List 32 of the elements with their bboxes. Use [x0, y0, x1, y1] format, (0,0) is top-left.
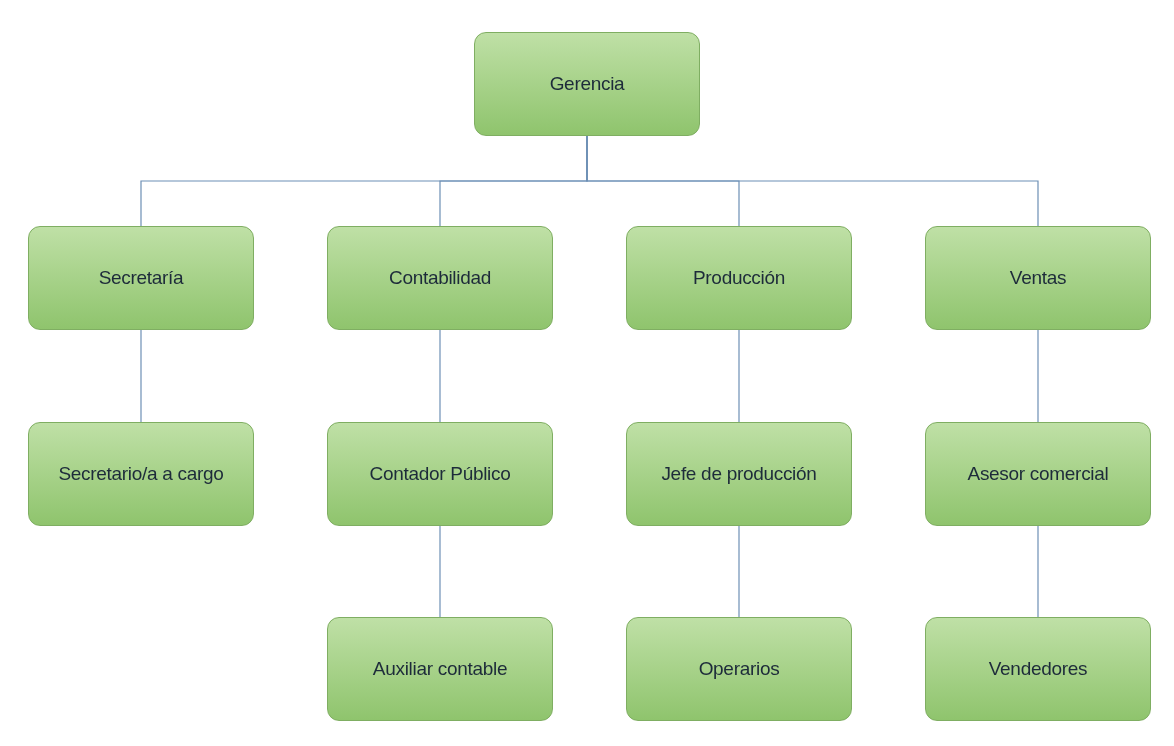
org-box [474, 32, 700, 136]
org-box [327, 422, 553, 526]
org-box [925, 617, 1151, 721]
connector-line [439, 525, 441, 618]
org-box [28, 226, 254, 330]
box-label: Ventas [1009, 267, 1067, 289]
box-label: Asesor comercial [967, 463, 1109, 485]
box-label: Vendedores [988, 658, 1088, 680]
box-label: Producción [692, 267, 786, 289]
box-label: Operarios [698, 658, 780, 680]
box-label: Secretario/a a cargo [58, 463, 224, 485]
org-box [925, 422, 1151, 526]
org-box [28, 422, 254, 526]
org-box [626, 617, 852, 721]
box-label: Auxiliar contable [372, 658, 508, 680]
connector-line [1037, 525, 1039, 618]
org-box [626, 422, 852, 526]
connector-line [586, 135, 1039, 227]
connector-line [1037, 329, 1039, 423]
box-label: Jefe de producción [661, 463, 817, 485]
org-box [327, 226, 553, 330]
connector-line [738, 525, 740, 618]
org-box [327, 617, 553, 721]
box-label: Contabilidad [388, 267, 491, 289]
org-box [925, 226, 1151, 330]
connector-line [140, 329, 142, 423]
org-box [626, 226, 852, 330]
connector-line [738, 329, 740, 423]
box-label: Contador Público [369, 463, 511, 485]
box-label: Secretaría [98, 267, 184, 289]
box-label: Gerencia [549, 73, 625, 95]
connector-line [439, 329, 441, 423]
